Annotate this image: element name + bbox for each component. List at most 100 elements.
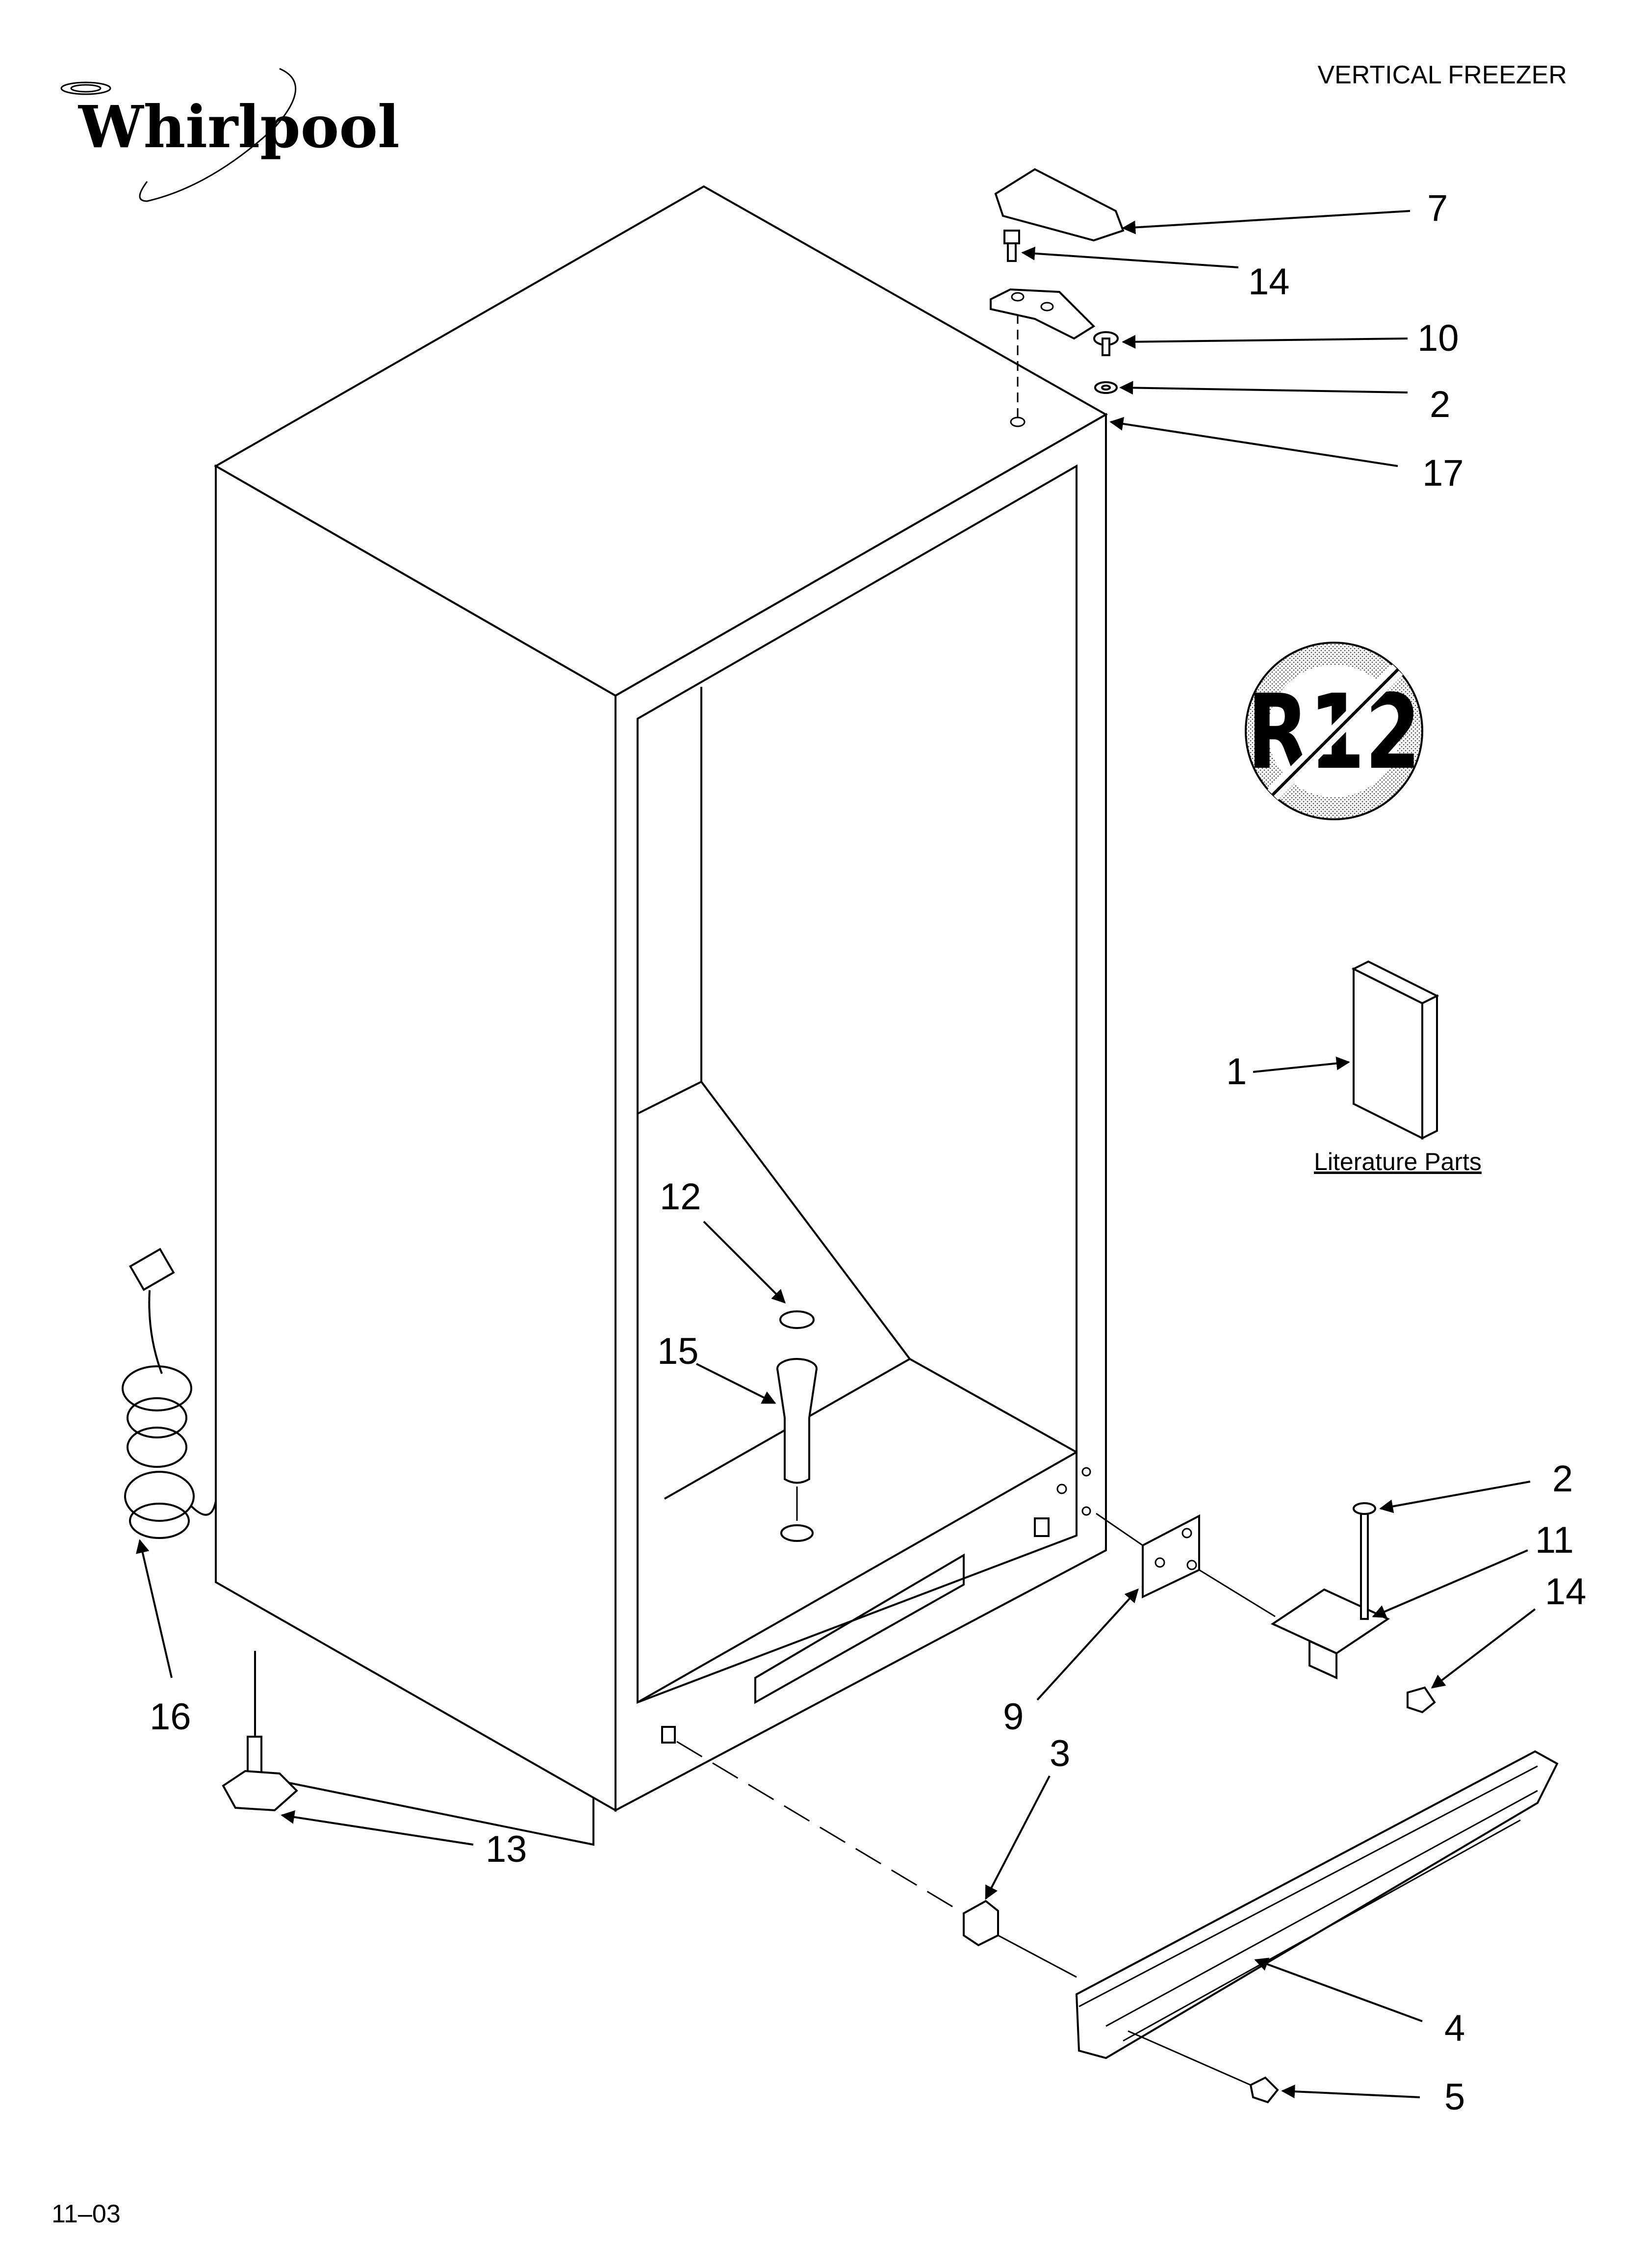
leader-14-right <box>1431 1608 1536 1689</box>
callout-15: 15 <box>657 1330 699 1372</box>
hinge-pin-shaft <box>1102 338 1110 356</box>
cabinet-side <box>215 464 616 1812</box>
grille-screw <box>1249 2076 1279 2104</box>
callout-9: 9 <box>1003 1696 1024 1738</box>
hinge-shim <box>1142 1514 1200 1599</box>
leader-1 <box>1253 1056 1350 1073</box>
grille-rib <box>1078 1765 1538 2007</box>
top-screw-shank <box>1007 242 1017 262</box>
callout-14-top: 14 <box>1248 261 1290 303</box>
logo-swirl-outer <box>60 81 111 95</box>
leader-16 <box>136 1539 173 1678</box>
leader-7 <box>1122 210 1411 235</box>
bottom-washer <box>1353 1502 1376 1515</box>
hinge-hole <box>1011 292 1025 302</box>
callout-10: 10 <box>1417 317 1459 359</box>
screw-hole <box>1081 1506 1091 1516</box>
drain-assembly <box>776 1310 818 1542</box>
cord-plug <box>128 1248 175 1291</box>
cabinet-base <box>254 1651 594 1846</box>
leader-3 <box>985 1775 1051 1900</box>
diagram-title: VERTICAL FREEZER <box>1317 61 1567 89</box>
cord-coil <box>127 1427 187 1468</box>
toe-grille <box>1075 1750 1559 2059</box>
top-washer-hole <box>1101 385 1111 391</box>
clip-guide <box>676 1741 964 1914</box>
literature-label: Literature Parts <box>1314 1148 1482 1175</box>
leader-2-top <box>1119 381 1408 395</box>
cord-coil <box>129 1503 190 1539</box>
top-hinge-assembly <box>990 168 1125 394</box>
bottom-hinge-assembly <box>1096 1502 1436 1714</box>
cord-coil <box>122 1365 192 1411</box>
liner-floor-right <box>909 1358 1077 1453</box>
top-hinge <box>990 288 1096 340</box>
leader-13 <box>281 1810 474 1846</box>
top-screw-head <box>1003 230 1020 244</box>
liner-shelf-left <box>637 1081 702 1115</box>
leader-14-top <box>1021 246 1239 268</box>
callout-5: 5 <box>1444 2076 1465 2118</box>
leg-foot <box>222 1770 298 1812</box>
callout-14-right: 14 <box>1545 1571 1587 1613</box>
liner-slope <box>700 1081 911 1360</box>
grille-rib <box>1105 1790 1538 2027</box>
callout-13: 13 <box>486 1828 527 1870</box>
leader-5 <box>1281 2085 1420 2099</box>
power-cord <box>122 1248 217 1539</box>
callout-12: 12 <box>660 1176 701 1218</box>
screw-guide <box>1128 2030 1251 2086</box>
brand-name: Whirlpool <box>77 93 400 161</box>
leader-9 <box>1036 1588 1139 1701</box>
badge-slash <box>1271 668 1399 796</box>
shim-hole <box>1155 1557 1165 1568</box>
leader-2-right <box>1379 1481 1531 1513</box>
drain-tube <box>776 1368 818 1484</box>
hinge-hole <box>1010 417 1026 427</box>
cord-tail <box>190 1501 217 1516</box>
book-spine <box>1421 994 1438 1140</box>
hinge-guide <box>1199 1569 1276 1617</box>
callout-numbers: 7 14 10 2 17 1 12 15 2 11 14 16 9 3 13 4… <box>150 187 1587 2118</box>
shim-hole <box>1181 1528 1192 1538</box>
callout-3: 3 <box>1050 1733 1070 1774</box>
leader-17 <box>1109 417 1398 467</box>
grille-clip <box>963 1900 999 1947</box>
whirlpool-logo: Whirlpool <box>60 68 400 202</box>
logo-swirl-inner <box>70 84 102 93</box>
clip-guide-2 <box>998 1934 1077 1978</box>
shim-guide <box>1096 1512 1143 1546</box>
hinge-hole <box>1040 302 1054 312</box>
grille-rib <box>1123 1819 1521 2042</box>
bottom-hinge-flange <box>1308 1639 1337 1680</box>
screw-hole <box>1056 1484 1067 1494</box>
bottom-hinge-screw <box>1407 1686 1436 1714</box>
callout-2-right: 2 <box>1552 1458 1573 1500</box>
hinge-slot <box>1034 1517 1050 1537</box>
leader-11 <box>1372 1549 1528 1618</box>
callout-7: 7 <box>1427 187 1448 229</box>
cord-coil <box>124 1471 195 1522</box>
liner-floor-front <box>637 1451 1077 1703</box>
drain-hole <box>780 1524 814 1542</box>
callout-4: 4 <box>1444 2007 1465 2049</box>
leader-lines <box>136 210 1536 2099</box>
grille-slot <box>754 1553 965 1704</box>
leader-10 <box>1122 335 1408 349</box>
leader-4 <box>1254 1957 1423 2022</box>
revision-code: 11–03 <box>51 2200 121 2228</box>
callout-17: 17 <box>1422 452 1464 494</box>
leader-12 <box>703 1221 786 1303</box>
no-r12-badge: R12 <box>1245 642 1423 820</box>
callout-16: 16 <box>150 1696 191 1738</box>
drain-plug <box>779 1310 815 1329</box>
callout-2-top: 2 <box>1430 384 1450 425</box>
cabinet-opening <box>637 464 1078 1704</box>
leveling-leg <box>222 1736 298 1812</box>
callout-11: 11 <box>1535 1519 1574 1561</box>
bottom-hinge <box>1270 1588 1390 1655</box>
clip-slot <box>661 1726 676 1744</box>
leader-15 <box>696 1363 776 1404</box>
cabinet <box>213 185 1108 1846</box>
